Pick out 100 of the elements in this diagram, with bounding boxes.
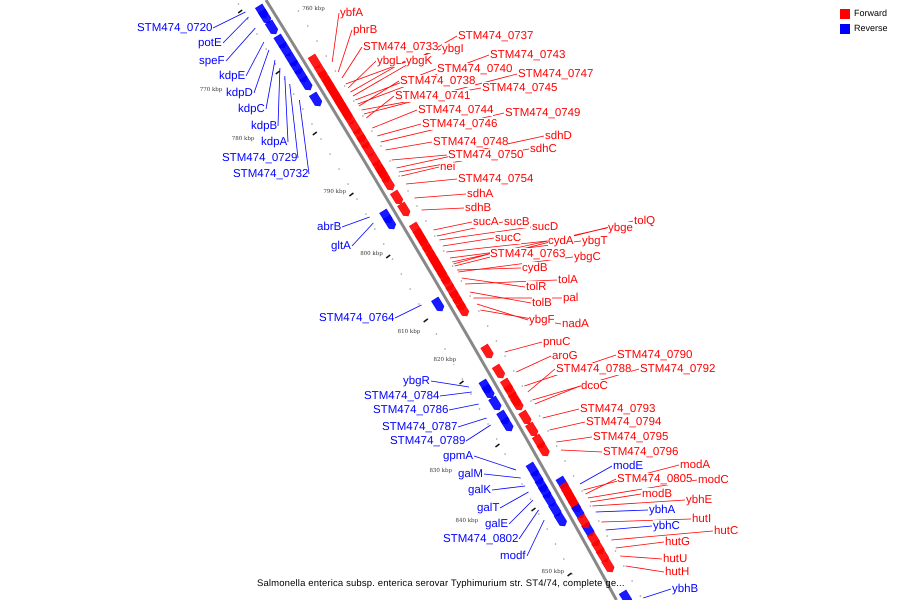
leader-line <box>391 154 448 160</box>
leader-line <box>461 278 526 288</box>
leader-line <box>430 380 470 388</box>
gene-label: tolB <box>532 297 552 309</box>
gene-label: kdpA <box>261 136 288 148</box>
leader-line <box>610 530 714 540</box>
gene-label: kdpD <box>226 87 253 99</box>
gene-label: STM474_0720 <box>137 22 212 34</box>
leader-line <box>560 450 602 452</box>
leader-line <box>534 386 580 404</box>
leader-line <box>605 526 652 530</box>
leader-line <box>600 518 692 522</box>
gene-label: sucC <box>495 232 522 244</box>
leader-line <box>338 30 352 72</box>
gene-label: speF <box>199 55 225 67</box>
leader-line <box>456 268 522 270</box>
gene-label: STM474_0729 <box>222 152 298 164</box>
gene-label: modC <box>698 474 729 486</box>
gene-label: tolA <box>558 274 578 286</box>
gene-label: STM474_0744 <box>418 104 494 116</box>
gene-label: hutC <box>714 525 738 537</box>
gene-label: potE <box>198 37 222 49</box>
leader-line <box>615 542 664 548</box>
gene-label: ybgC <box>574 251 601 263</box>
leader-line <box>542 408 580 418</box>
leader-line <box>580 466 612 484</box>
gene-label: STM474_0793 <box>580 403 656 415</box>
gene-label: abrB <box>317 221 342 233</box>
gene-label: galM <box>458 468 483 480</box>
leader-line <box>414 194 466 198</box>
leader-line <box>625 566 664 572</box>
leader-line <box>453 254 490 264</box>
gene-label: STM474_0754 <box>458 173 534 185</box>
gene-label: nei <box>440 161 456 173</box>
gene-label: tolQ <box>634 215 656 227</box>
gene-label: ybgT <box>582 235 608 247</box>
gene-label: ybgK <box>406 55 432 67</box>
gene-label: gpmA <box>443 450 474 462</box>
gene-label: nadA <box>562 318 589 330</box>
gene-label: kdpE <box>219 70 246 82</box>
gene-label: STM474_0805 <box>617 473 692 485</box>
gene-label: dcoC <box>581 380 608 392</box>
gene-label: STM474_0745 <box>482 82 558 94</box>
leader-line <box>620 556 662 560</box>
gene-label: cydA <box>548 235 574 247</box>
gene-label: ybhC <box>653 520 680 532</box>
leader-line <box>406 178 458 184</box>
leader-line <box>590 494 642 502</box>
gene-label: modE <box>613 460 644 472</box>
gene-label: STM474_0794 <box>586 416 662 428</box>
leader-line <box>358 80 400 106</box>
leader-line <box>348 60 376 88</box>
gene-label: STM474_0786 <box>373 404 448 416</box>
gene-label: STM474_0764 <box>319 312 394 324</box>
gene-label: sucD <box>532 221 558 233</box>
leader-line <box>372 110 418 128</box>
gene-label: ybge <box>608 222 633 234</box>
leader-line <box>516 356 552 372</box>
gene-label: tolR <box>526 281 546 293</box>
leader-line <box>484 474 522 478</box>
gene-label: STM474_0747 <box>518 68 594 80</box>
gene-label: STM474_0749 <box>505 107 580 119</box>
gene-label: STM474_0790 <box>617 349 692 361</box>
leader-line <box>332 12 340 62</box>
gene-label: hutH <box>665 566 690 578</box>
leader-line <box>342 216 370 228</box>
gene-label: ybhE <box>686 494 712 506</box>
gene-label: modA <box>680 459 710 471</box>
gene-label: sdhD <box>545 130 572 142</box>
leader-line <box>284 76 288 142</box>
leader-line <box>442 238 494 246</box>
gene-label: kdpB <box>251 120 278 132</box>
gene-label: STM474_0732 <box>233 168 308 180</box>
leader-line <box>474 456 516 470</box>
leader-line <box>226 28 256 62</box>
gene-label: STM474_0795 <box>593 431 668 443</box>
gene-label: STM474_0733 <box>363 41 438 53</box>
leader-line <box>352 222 374 246</box>
leader-line <box>500 492 529 508</box>
gene-label: STM474_0787 <box>382 421 458 433</box>
legend-label: Forward <box>854 8 888 19</box>
leader-line <box>470 292 532 304</box>
gene-label: STM474_0748 <box>433 136 508 148</box>
leader-line <box>508 500 534 524</box>
gene-label: pnuC <box>543 336 570 348</box>
leader-line <box>446 240 548 252</box>
gene-label: hutU <box>663 553 688 565</box>
leader-line <box>526 520 545 556</box>
leader-line <box>278 68 280 126</box>
caption: Salmonella enterica subsp. enterica serovar Typhimurium str. ST4/74, complete ge... <box>257 578 625 589</box>
gene-label: ybgI <box>442 43 464 55</box>
gene-label: ybhB <box>672 583 698 595</box>
leader-line <box>246 42 264 76</box>
gene-label: STM474_0743 <box>490 49 566 61</box>
leader-line <box>458 418 488 428</box>
leader-line <box>421 208 464 210</box>
gene-label: pal <box>563 292 578 304</box>
leader-line <box>266 60 276 110</box>
gene-label: sdhB <box>465 202 492 214</box>
leader-line <box>466 424 492 442</box>
